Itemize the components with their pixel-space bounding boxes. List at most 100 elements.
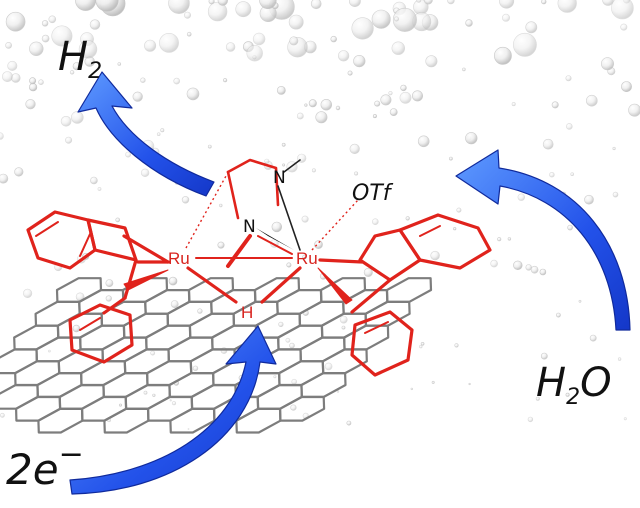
water-arrow-icon [456,150,630,330]
bubble [552,102,558,108]
bubble [542,0,547,4]
bubble [174,78,180,84]
bubble [116,218,120,222]
bubble [629,104,640,116]
bubble [106,296,112,302]
bubble [432,381,434,383]
ru-left-label: Ru [168,249,190,268]
bubble [8,61,17,70]
graphene-hexagon [147,361,191,385]
bubble [226,43,235,52]
bubble [170,400,171,401]
bubble [6,42,12,48]
bubble [29,78,35,84]
electron-arrow-icon [70,326,276,494]
bubble [159,33,178,52]
bubble [491,260,498,267]
graphene-hexagon [145,290,189,314]
bubble [133,92,143,102]
bubble [390,109,397,116]
bubble [469,383,471,385]
bubble [389,91,393,95]
bubble [144,40,155,51]
bubble [340,316,347,323]
bubble [373,114,376,117]
graphene-hexagon [81,361,125,385]
graphene-hexagon [146,326,190,350]
bubble [0,413,4,417]
bubble [315,241,323,249]
bubble [568,225,573,230]
bubble [316,112,327,123]
bubble [531,266,538,273]
bubble [331,36,337,42]
bubble [26,99,36,109]
bubble [302,216,308,222]
bubble [42,35,49,42]
graphene-hexagon [387,278,431,302]
graphene-hexagon [15,361,59,385]
graphene-hexagon [277,290,321,314]
bubble [48,350,50,352]
bubble [290,37,298,45]
amine-n-upper-label: N [273,168,286,188]
bubble [392,42,405,55]
bubble [585,195,594,204]
graphene-hexagon [344,326,388,350]
h2-label: H2 [58,34,102,84]
bubble [42,20,48,26]
graphene-hexagon [0,385,38,409]
bubble [540,269,546,275]
bubble [265,159,270,164]
bubble [282,164,284,166]
bubble [188,428,189,429]
bubble [466,132,478,144]
bubble [400,92,411,103]
bubble [579,300,581,302]
bubble [448,0,455,4]
bubble [406,217,410,221]
bubble [305,104,308,107]
bubble [247,45,263,61]
bubble [350,144,360,154]
graphene-hexagon [301,338,345,362]
graphene-hexagon [0,350,37,374]
bubble [354,55,366,67]
bubble [321,99,332,110]
bubble [153,394,156,397]
bubble [279,322,284,327]
graphene-hexagon [104,373,148,397]
graphene-hexagon [302,373,346,397]
bubble [513,33,536,56]
bubble [49,16,56,23]
bubble [411,388,413,390]
bubble [526,265,532,271]
bubble [364,268,372,276]
bubble [187,32,191,36]
bubble [466,20,473,27]
bubble [412,91,422,101]
bubble [613,147,616,150]
graphene-hexagon [190,314,234,338]
bubble [253,33,265,45]
bubble [541,353,547,359]
graphene-hexagon [256,314,300,338]
bubble [354,172,357,175]
bubble [309,100,316,107]
bubble [29,42,43,56]
dotted-interactions [186,176,358,250]
bubble [282,143,285,146]
bubble [272,222,282,232]
bubble [513,261,522,270]
bubble [208,145,211,148]
bubble [325,363,332,370]
bubble [106,280,113,287]
bubble [193,366,198,371]
bubble [90,20,100,30]
bubble [621,82,631,92]
bubble [98,187,101,190]
bubble [611,0,633,19]
graphene-hexagon [14,326,58,350]
graphene-hexagon [279,361,323,385]
bubble [236,2,251,17]
